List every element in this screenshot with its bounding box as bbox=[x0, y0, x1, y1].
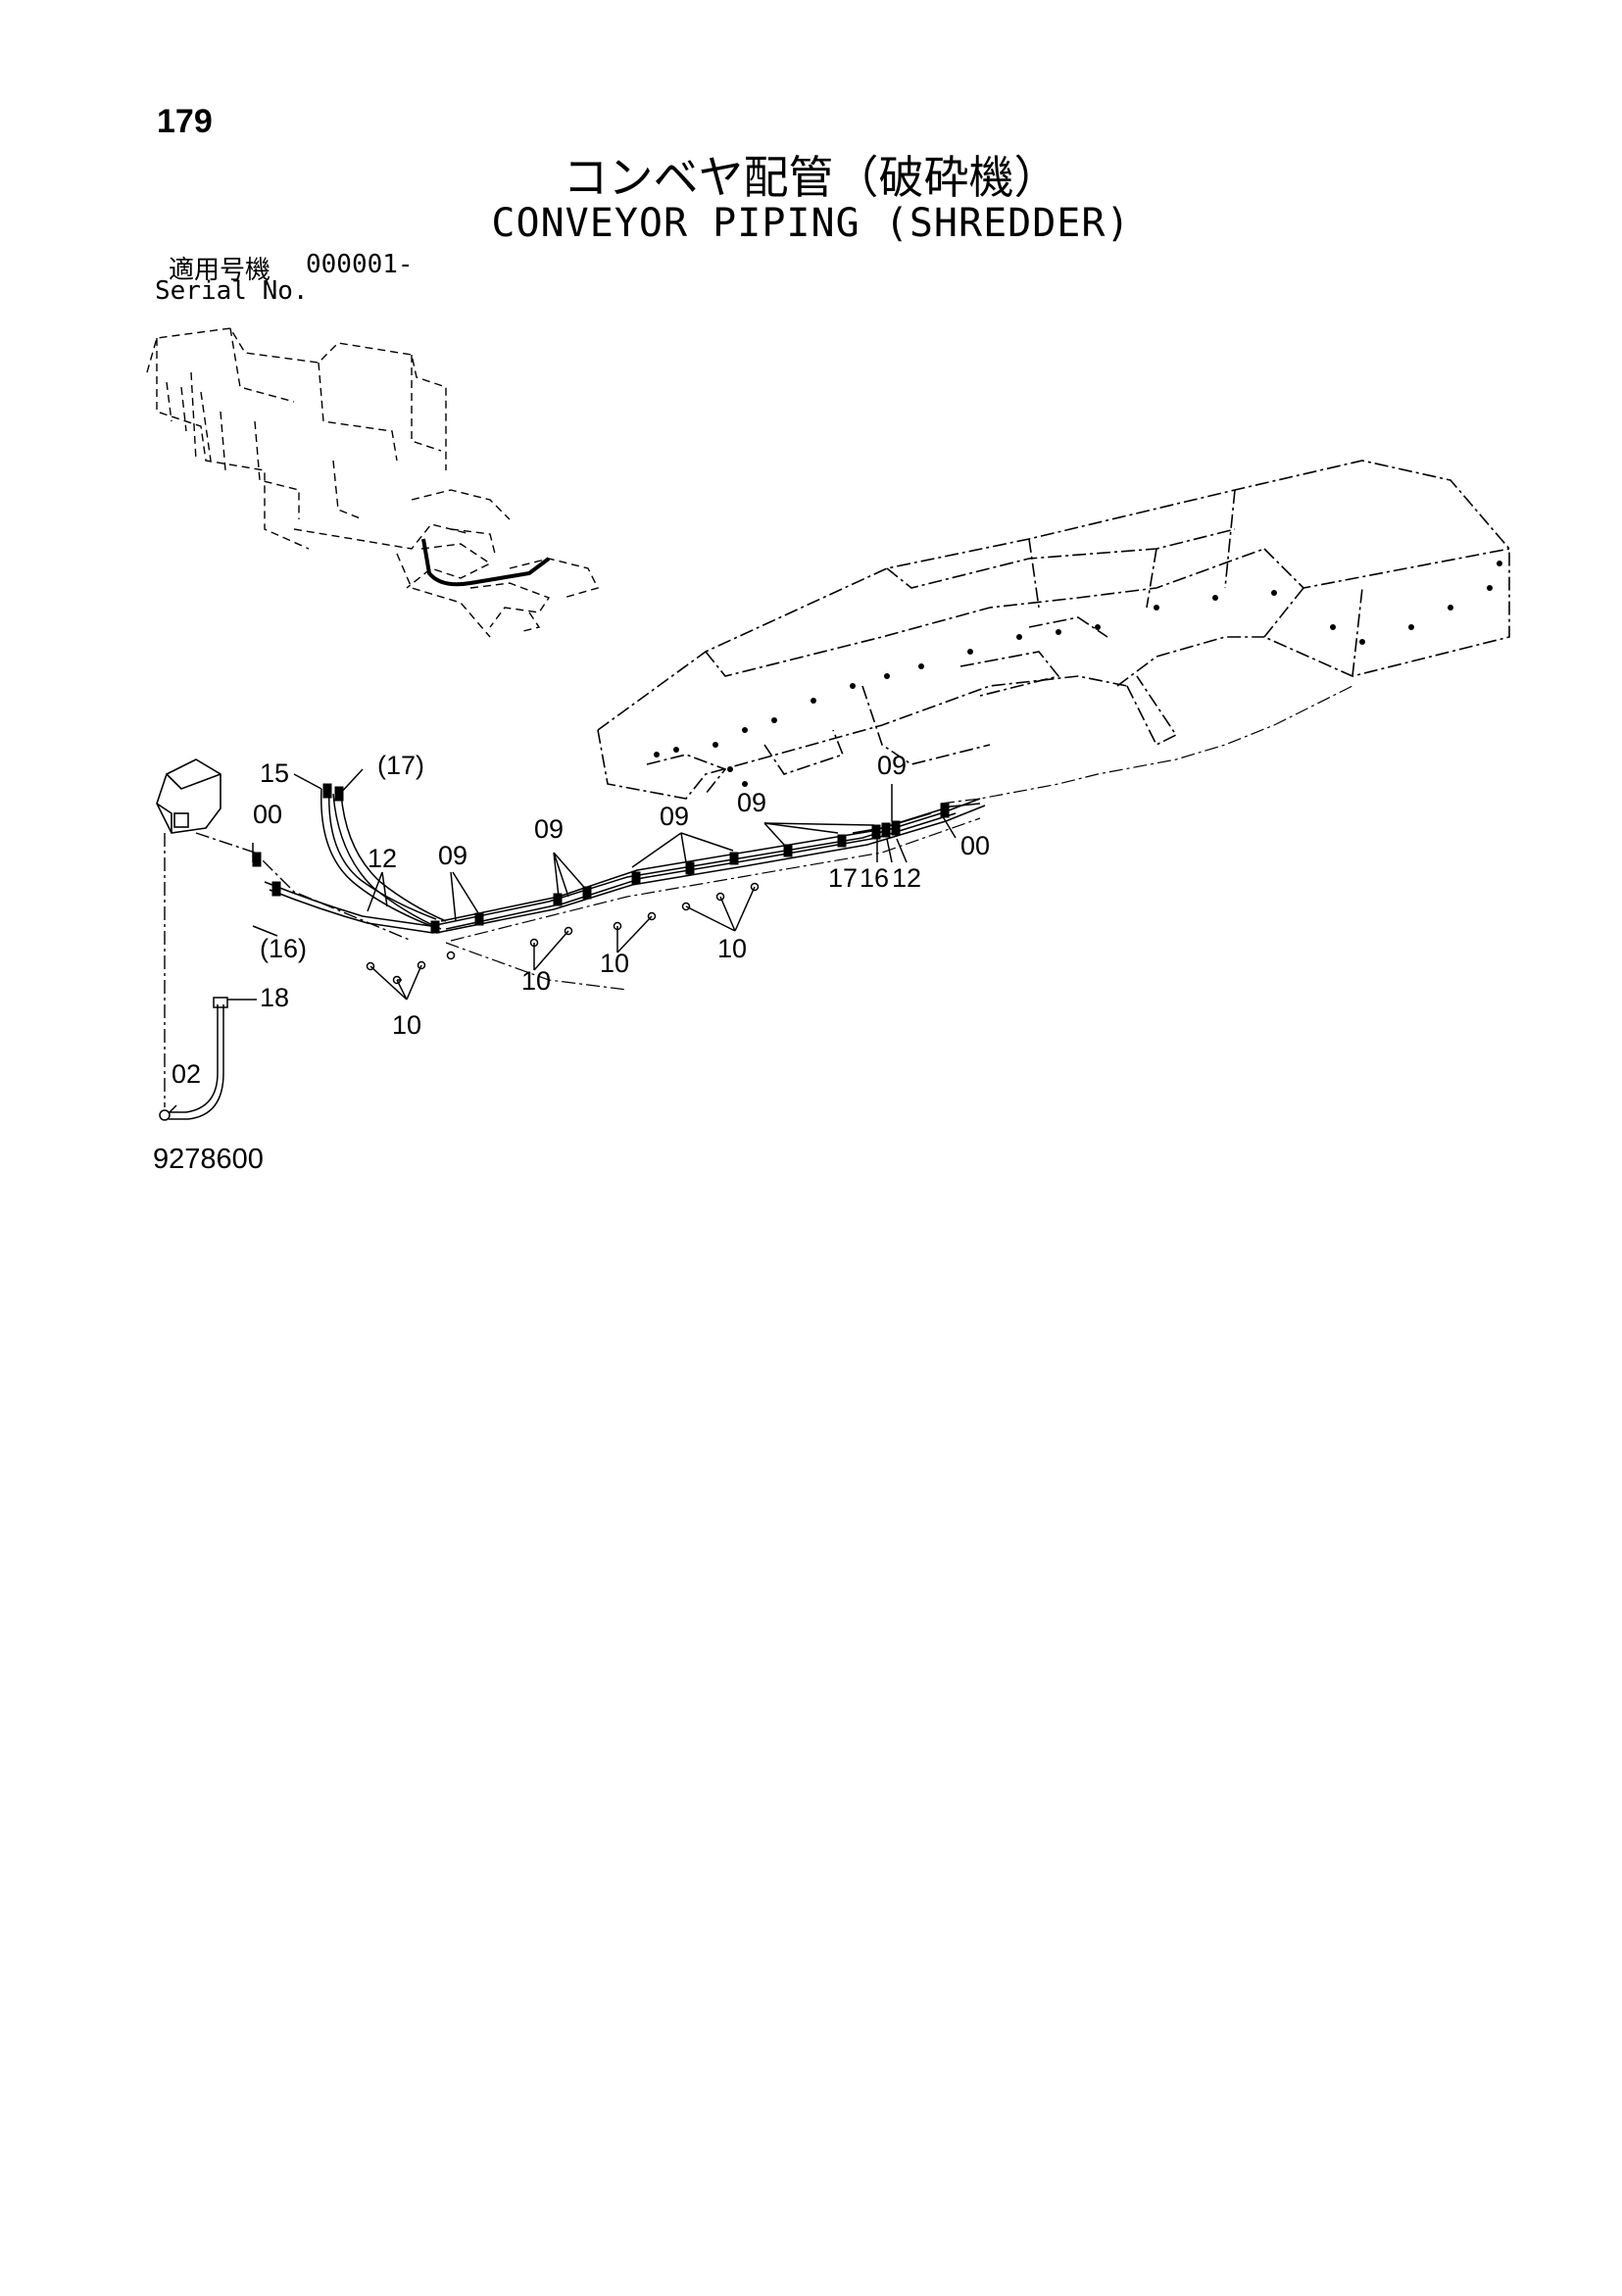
callout-10-c: 10 bbox=[600, 949, 629, 978]
conveyor-frame bbox=[597, 460, 1510, 800]
callout-17-paren: (17) bbox=[377, 751, 424, 780]
page-number: 179 bbox=[157, 103, 213, 140]
leader-lines bbox=[168, 768, 957, 1114]
hose-18 bbox=[159, 997, 228, 1121]
frame-bolts bbox=[654, 561, 1502, 787]
callout-09-b: 09 bbox=[534, 814, 564, 844]
pipe-clamps bbox=[252, 783, 950, 934]
title-japanese: コンベヤ配管（破砕機） bbox=[563, 151, 1059, 204]
callout-00-right: 00 bbox=[960, 831, 990, 860]
callout-12-right: 12 bbox=[892, 863, 921, 893]
callout-16-right: 16 bbox=[860, 863, 889, 893]
overview-inset bbox=[146, 327, 600, 638]
figure-number: 9278600 bbox=[153, 1144, 264, 1175]
callout-17-right: 17 bbox=[828, 863, 858, 893]
callout-10-b: 10 bbox=[521, 966, 551, 996]
callout-09-e: 09 bbox=[877, 751, 907, 780]
motor-centerline bbox=[164, 832, 413, 1107]
overview-highlighted-pipe bbox=[421, 538, 551, 587]
callout-09-d: 09 bbox=[737, 788, 766, 817]
callout-12-left: 12 bbox=[368, 844, 397, 873]
callout-16-paren: (16) bbox=[260, 934, 307, 963]
callout-00-left: 00 bbox=[253, 800, 282, 829]
callout-09-a: 09 bbox=[438, 841, 467, 870]
callout-10-d: 10 bbox=[717, 934, 747, 963]
pipe-centerline bbox=[445, 685, 1353, 991]
title-english: CONVEYOR PIPING (SHREDDER) bbox=[491, 201, 1131, 246]
motor-housing bbox=[156, 758, 221, 834]
callout-15: 15 bbox=[260, 758, 289, 788]
bolt-points bbox=[366, 882, 760, 985]
serial-label-japanese: 適用号機 bbox=[169, 256, 271, 285]
serial-label-english: Serial No. bbox=[155, 276, 309, 306]
hydraulic-hoses bbox=[264, 788, 447, 934]
callout-02: 02 bbox=[172, 1059, 201, 1089]
serial-number-value: 000001- bbox=[306, 250, 414, 279]
callout-10-a: 10 bbox=[392, 1010, 421, 1040]
callout-09-c: 09 bbox=[660, 802, 689, 831]
callout-18: 18 bbox=[260, 983, 289, 1012]
